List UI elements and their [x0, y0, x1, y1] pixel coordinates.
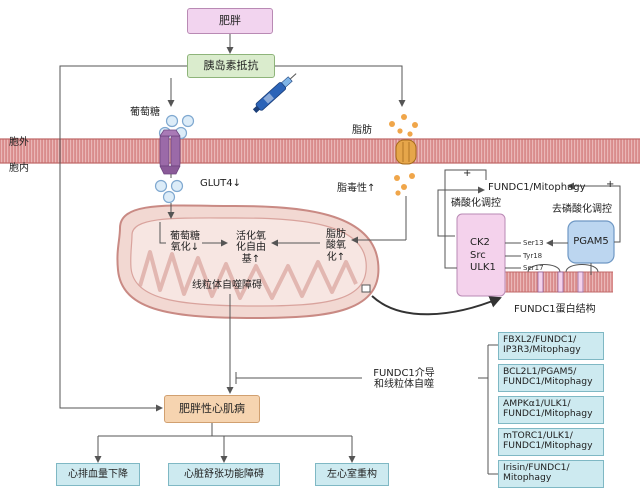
ros-line-2: 化自由: [236, 242, 266, 254]
outcome-diastolic-dysfunction: 心脏舒张功能障碍: [168, 463, 280, 486]
fatty-acid-oxidation-label: 脂肪 酸氧 化↑: [320, 224, 352, 268]
obesity-box: 肥胖: [187, 8, 273, 34]
fao-line-2: 酸氧: [326, 240, 346, 252]
feedback-plus-left: +: [463, 168, 472, 179]
lipotoxicity-label: 脂毒性↑: [337, 183, 376, 194]
glut4-transporter-icon: [159, 129, 181, 175]
glut4-label: GLUT4↓: [200, 178, 241, 189]
fao-line-1: 脂肪: [326, 228, 346, 240]
pathway-2-line-2: FUNDC1/Mitophagy: [503, 376, 593, 388]
glucose-oxidation-line-2: 氧化↓: [170, 242, 200, 253]
extracellular-label: 胞外: [9, 137, 29, 148]
pathway-1-line-1: FBXL2/FUNDC1/: [503, 334, 577, 345]
pathway-box-1: FBXL2/FUNDC1/ IP3R3/Mitophagy: [498, 332, 604, 360]
insulin-resistance-box: 胰岛素抵抗: [187, 54, 275, 78]
pathway-box-5: Irisin/FUNDC1/ Mitophagy: [498, 460, 604, 488]
pathway-box-2: BCL2L1/PGAM5/ FUNDC1/Mitophagy: [498, 364, 604, 392]
kinase-ulk1: ULK1: [470, 262, 496, 273]
mitochondrion-icon: [116, 204, 380, 320]
kinase-ck2: CK2: [470, 237, 490, 248]
mitophagy-impairment-label: 线粒体自噬障碍: [192, 280, 262, 291]
pathway-3-line-2: FUNDC1/Mitophagy: [503, 408, 593, 420]
outcome-cardiac-output: 心排血量下降: [56, 463, 140, 486]
ros-line-3: 基↑: [241, 253, 261, 265]
fundc1-membrane: [505, 264, 613, 293]
site-ser13: Ser13: [523, 239, 544, 247]
fundc1-mediated-label: FUNDC1介导 和线粒体自噬: [364, 364, 444, 394]
phosphorylation-label: 磷酸化调控: [451, 198, 501, 209]
dephosphorylation-label: 去磷酸化调控: [552, 204, 612, 215]
fat-label: 脂肪: [352, 125, 372, 136]
fundc1-mediated-line-2: 和线粒体自噬: [373, 379, 434, 390]
kinase-box: [456, 213, 506, 297]
cardiomyopathy-box: 肥胖性心肌病: [164, 395, 260, 423]
pathway-5-line-1: Irisin/FUNDC1/: [503, 462, 570, 473]
connectors: [59, 34, 621, 475]
pathway-2-line-1: BCL2L1/PGAM5/: [503, 366, 577, 377]
glucose-oxidation-line-1: 葡萄糖: [170, 230, 200, 242]
site-ser17: Ser17: [523, 264, 544, 272]
insulin-pen-icon: [252, 73, 297, 113]
fatty-acid-channel-icon: [395, 139, 417, 165]
site-tyr18: Tyr18: [523, 252, 543, 260]
glucose-molecules-inside: [154, 179, 184, 204]
fundc1-structure-label: FUNDC1蛋白结构: [514, 304, 596, 315]
kinase-src: Src: [470, 250, 486, 261]
glucose-oxidation-label: 葡萄糖 氧化↓: [166, 226, 204, 258]
fat-droplets-outside: [389, 114, 418, 137]
cell-membrane: [0, 138, 640, 164]
fat-droplets-inside: [394, 173, 415, 196]
fao-line-3: 化↑: [326, 251, 346, 263]
callout-arrow-icon: [371, 295, 502, 316]
pathway-4-line-1: mTORC1/ULK1/: [503, 430, 573, 441]
glucose-label: 葡萄糖: [130, 107, 160, 118]
pathway-5-line-2: Mitophagy: [503, 472, 552, 484]
feedback-plus-right: +: [606, 179, 615, 190]
ros-label: 活化氧 化自由 基↑: [229, 226, 273, 270]
pgam5-label: PGAM5: [573, 236, 609, 248]
fundc1-mitophagy-label: FUNDC1/Mitophagy: [488, 182, 586, 193]
pathway-box-4: mTORC1/ULK1/ FUNDC1/Mitophagy: [498, 428, 604, 456]
pathway-1-line-2: IP3R3/Mitophagy: [503, 344, 581, 356]
pathway-4-line-2: FUNDC1/Mitophagy: [503, 440, 593, 452]
intracellular-label: 胞内: [9, 163, 29, 174]
outcome-lv-remodeling: 左心室重构: [315, 463, 389, 486]
ros-line-1: 活化氧: [236, 230, 266, 242]
fundc1-mediated-line-1: FUNDC1介导: [373, 367, 435, 379]
pathway-3-line-1: AMPKα1/ULK1/: [503, 398, 571, 409]
pathway-box-3: AMPKα1/ULK1/ FUNDC1/Mitophagy: [498, 396, 604, 424]
